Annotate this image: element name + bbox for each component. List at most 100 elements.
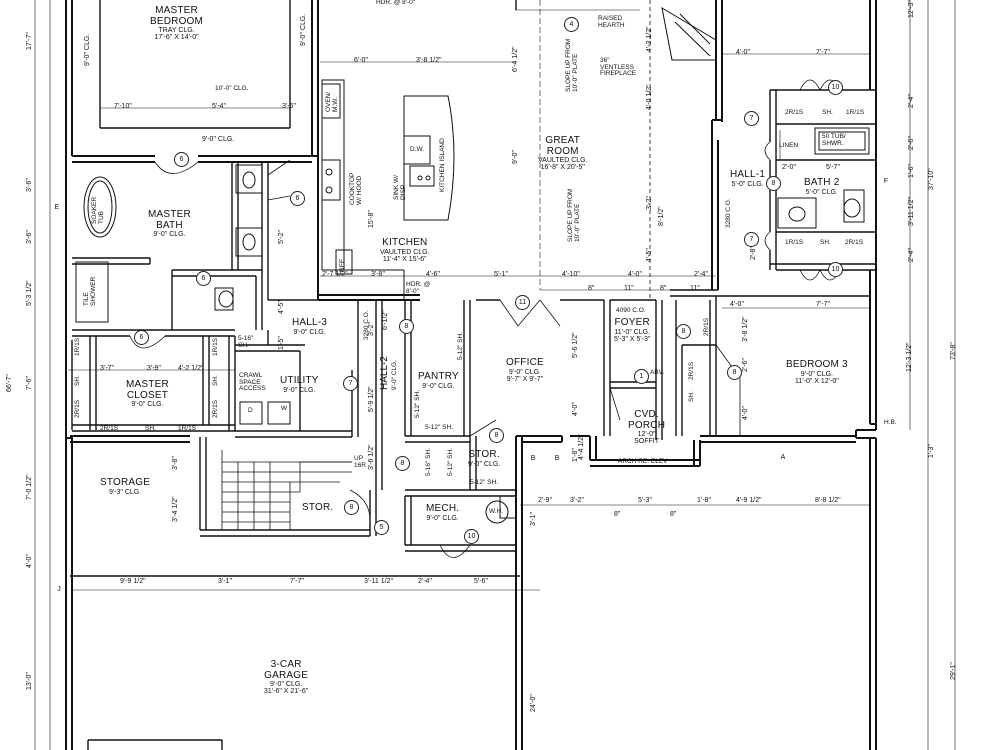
dim-v: 7'-6": [26, 376, 33, 390]
section-marker: F: [883, 177, 889, 185]
room-name: 3-CAR GARAGE: [264, 659, 309, 681]
stor-mid-label: STOR. 9'-0" CLG.: [468, 449, 501, 468]
crawl-space-label: CRAWL SPACE ACCESS: [239, 372, 266, 392]
sink-label: SINK W/ DISP: [393, 175, 407, 200]
room-ceiling: 12'-0": [637, 431, 656, 438]
shelf-label: 2R/1S: [845, 239, 864, 246]
fireplace-label: 36" VENTLESS FIREPLACE: [600, 57, 637, 77]
shelf-label: 5-12" SH.: [425, 424, 453, 431]
kitchen-fixtures: [321, 79, 455, 300]
cvd-porch-label: CVD. PORCH 12'-0" SOFFIT: [628, 409, 665, 446]
dim-v: 3'-2": [368, 322, 375, 336]
dim-v: 4'-0": [26, 554, 33, 568]
room-ceiling: 9'-0" CLG.: [131, 401, 164, 408]
tray-ceiling-note: 10'-0" CLG.: [215, 85, 249, 92]
room-ceiling: 9'-0" CLG.: [508, 368, 542, 376]
dim-v: 4'-3 1/2": [646, 26, 653, 52]
dim-v: 6'-4 1/2": [512, 46, 519, 72]
stair-up-label: UP 16R: [354, 455, 366, 469]
dim-h: 2'-0": [782, 164, 796, 171]
bedroom3-label: BEDROOM 3 9'-0" CLG. 11'-0" X 12'-0": [786, 359, 848, 385]
shelf-label: SH.: [145, 425, 156, 432]
water-heater-label: W.H.: [489, 508, 504, 515]
dim-v: 12'-3": [908, 0, 915, 18]
dim-h: 4'-0": [628, 271, 642, 278]
room-extra: SOFFIT: [634, 438, 659, 446]
room-ceiling: VAULTED CLG.: [380, 248, 430, 256]
shelf-label: 5-12" SH.: [414, 390, 421, 418]
dim-v: 2'-4": [908, 248, 915, 262]
dim-h: 7'-10": [114, 103, 132, 110]
dim-v: 3'-11 1/2": [908, 197, 915, 226]
dim-v: 5'-2": [278, 230, 285, 244]
room-size: 17'-6" X 14'-0": [154, 34, 199, 42]
slope-label-lower: SLOPE UP FROM 10'-0" PLATE: [567, 188, 581, 242]
soaker-tub-label: SOAKER TUB: [91, 196, 105, 224]
wall-type-tag: 7: [343, 376, 358, 391]
room-ceiling: 9'-0" CLG.: [426, 514, 459, 522]
room-name: KITCHEN: [382, 237, 428, 248]
great-room-label: GREAT ROOM VAULTED CLG. 16'-8" X 20'-5": [538, 135, 588, 172]
bath2-label: BATH 2 5'-0" CLG.: [804, 177, 840, 196]
dim-h: 5'-1": [494, 271, 508, 278]
kitchen-label: KITCHEN VAULTED CLG. 11'-4" X 15'-6": [380, 237, 430, 263]
dim-h: 8": [588, 285, 595, 292]
dim-h: 3'-8 1/2": [416, 57, 442, 64]
wall-type-tag: 10: [828, 262, 843, 277]
room-ceiling: 9'-0" CLG.: [293, 328, 326, 336]
dim-h: 9'-0" CLG.: [202, 136, 235, 143]
dim-v: 3'-2": [646, 196, 653, 210]
hall2-label: HALL-2: [379, 356, 390, 390]
master-bath-label: MASTER BATH 9'-0" CLG.: [148, 209, 191, 238]
dim-v: 5'-9 1/2": [368, 386, 375, 412]
dim-v: 6'-1/2": [382, 310, 389, 330]
room-size: 9'-7" X 9'-7": [506, 375, 544, 383]
room-ceiling: 9'-0" CLG.: [468, 460, 501, 468]
room-name: PANTRY: [418, 371, 459, 382]
above-label: ABV.: [650, 369, 665, 376]
dim-v: 4'-0": [572, 402, 579, 416]
room-name: BATH 2: [804, 177, 840, 188]
dim-h: 4'-10": [562, 271, 580, 278]
room-name: STOR.: [468, 449, 500, 460]
wall-type-tag: 6: [290, 191, 305, 206]
linen-label: LINEN: [779, 142, 799, 149]
room-name: MASTER BEDROOM: [150, 5, 204, 27]
storage-label: STORAGE 9'-3" CLG.: [100, 477, 150, 496]
dim-v: 4'-5": [278, 300, 285, 314]
room-ceiling: 9'-0" CLG.: [283, 386, 316, 394]
room-size: 16'-8" X 20'-5": [540, 164, 585, 172]
section-marker: A: [780, 453, 786, 461]
dim-h: 8'-8 1/2": [815, 497, 841, 504]
dw-label: D.W.: [410, 146, 425, 153]
dim-h: 3'-2": [570, 497, 584, 504]
dim-h: 4'-0": [730, 301, 744, 308]
room-name: GREAT ROOM: [545, 135, 581, 157]
garage-walls: [87, 739, 223, 750]
dim-v: 1'-6": [908, 164, 915, 178]
dim-v-overall: 73'-8": [950, 342, 957, 360]
dim-v: 12'-3 1/2": [906, 342, 913, 372]
room-name: HALL-1: [730, 169, 766, 180]
room-ceiling: VAULTED CLG.: [538, 157, 588, 164]
dim-v: 5'-3 1/2": [26, 280, 33, 306]
shelf-label: 2R/1S: [212, 399, 219, 418]
room-name: BEDROOM 3: [786, 359, 848, 370]
shelf-label: 1R/1S: [846, 109, 865, 116]
hearth-label: RAISED HEARTH: [598, 15, 625, 29]
interior-walls: [70, 0, 876, 577]
dim-v: 3'-8": [172, 456, 179, 470]
dim-h: 3'-6": [282, 103, 296, 110]
header-kitchen-label: HDR. @ 8'-0": [406, 281, 431, 295]
dim-h: 7'-7": [290, 578, 304, 585]
dim-h: 2'-4": [694, 271, 708, 278]
dim-v: 3'-6": [26, 178, 33, 192]
wall-type-tag: 7: [744, 111, 759, 126]
room-ceiling: 9'-0" CLG.: [153, 231, 186, 238]
room-ceiling: 9'-0" CLG.: [422, 382, 455, 390]
dim-v: 3'-6": [26, 230, 33, 244]
room-name: STOR.: [302, 502, 334, 513]
dim-h: 3'-7": [100, 365, 114, 372]
shelf-label: SH.: [822, 109, 833, 116]
